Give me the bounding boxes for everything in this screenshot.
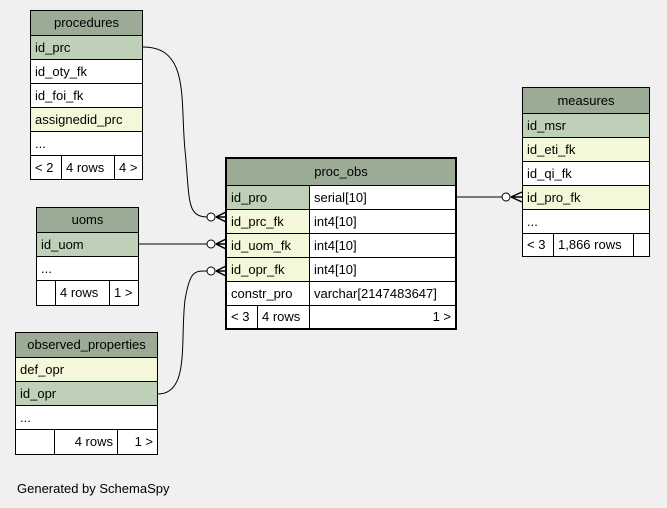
relation-observed-properties-optional-marker xyxy=(206,266,216,276)
column-row: ... xyxy=(523,209,649,233)
column-name: id_qi_fk xyxy=(527,166,572,181)
table-footer: < 2 4 rows 4 > xyxy=(31,155,142,179)
parents-count xyxy=(37,281,55,305)
table-observed-properties[interactable]: observed_properties def_opr id_opr ... 4… xyxy=(15,332,158,455)
column-row: id_oty_fk xyxy=(31,59,142,83)
column-row: id_opr xyxy=(16,381,157,405)
relation-procedures-optional-marker xyxy=(206,212,216,222)
relation-uoms-crowsfoot xyxy=(215,238,227,250)
column-row: id_qi_fk xyxy=(523,161,649,185)
relation-observed-properties-proc-obs xyxy=(157,270,208,395)
children-count: 4 > xyxy=(114,156,142,179)
column-type: serial[10] xyxy=(309,186,455,209)
parents-count: < 2 xyxy=(35,160,54,175)
column-type: int4[10] xyxy=(309,234,455,257)
column-name: id_prc xyxy=(35,40,71,55)
column-row: id_uom xyxy=(37,232,138,256)
table-footer: 4 rows 1 > xyxy=(37,280,138,305)
table-footer: < 3 4 rows 1 > xyxy=(227,305,455,328)
table-title: measures xyxy=(523,88,649,113)
column-row: id_pro serial[10] xyxy=(227,185,455,209)
table-proc-obs[interactable]: proc_obs id_pro serial[10] id_prc_fk int… xyxy=(225,157,457,330)
column-row: id_eti_fk xyxy=(523,137,649,161)
column-row: id_prc xyxy=(31,35,142,59)
column-name: id_prc_fk xyxy=(227,210,309,233)
parents-count: < 3 xyxy=(527,237,546,252)
column-row: id_pro_fk xyxy=(523,185,649,209)
table-uoms[interactable]: uoms id_uom ... 4 rows 1 > xyxy=(36,207,139,306)
column-row: constr_pro varchar[2147483647] xyxy=(227,281,455,305)
column-name: ... xyxy=(35,136,46,151)
relation-observed-properties-crowsfoot xyxy=(215,265,227,277)
column-name: def_opr xyxy=(20,362,65,377)
column-row: ... xyxy=(37,256,138,280)
table-title: uoms xyxy=(37,208,138,232)
generated-by-label: Generated by SchemaSpy xyxy=(17,481,170,496)
row-count: 4 rows xyxy=(257,306,309,328)
table-footer: < 3 1,866 rows xyxy=(523,233,649,256)
relation-uoms-optional-marker xyxy=(206,239,216,249)
relation-procedures-crowsfoot xyxy=(215,211,227,223)
column-type: int4[10] xyxy=(309,210,455,233)
column-name: id_pro_fk xyxy=(527,190,581,205)
column-name: ... xyxy=(20,410,31,425)
column-row: id_foi_fk xyxy=(31,83,142,107)
column-name: id_eti_fk xyxy=(527,142,576,157)
column-name: id_opr xyxy=(20,386,57,401)
row-count: 4 rows xyxy=(61,156,114,179)
column-name: id_pro xyxy=(227,186,309,209)
column-name: assignedid_prc xyxy=(35,112,123,127)
table-title: observed_properties xyxy=(16,333,157,357)
column-name: constr_pro xyxy=(231,286,293,301)
column-name: ... xyxy=(527,214,538,229)
column-row: assignedid_prc xyxy=(31,107,142,131)
children-count xyxy=(633,234,649,256)
relation-procedures-proc-obs xyxy=(142,46,209,218)
column-type: int4[10] xyxy=(309,258,455,281)
column-name: ... xyxy=(41,261,52,276)
column-row: ... xyxy=(16,405,157,429)
row-count: 4 rows xyxy=(55,281,109,305)
row-count: 1,866 rows xyxy=(553,234,633,256)
row-count: 4 rows xyxy=(54,430,117,454)
column-name: id_oty_fk xyxy=(35,64,88,79)
children-count: 1 > xyxy=(109,281,138,305)
column-name: id_uom_fk xyxy=(227,234,309,257)
column-row: def_opr xyxy=(16,357,157,381)
table-footer: 4 rows 1 > xyxy=(16,429,157,454)
table-procedures[interactable]: procedures id_prc id_oty_fk id_foi_fk as… xyxy=(30,10,143,180)
column-type: varchar[2147483647] xyxy=(309,282,455,305)
column-name: id_foi_fk xyxy=(35,88,84,103)
children-count: 1 > xyxy=(117,430,157,454)
column-row: id_msr xyxy=(523,113,649,137)
column-row: ... xyxy=(31,131,142,155)
table-measures[interactable]: measures id_msr id_eti_fk id_qi_fk id_pr… xyxy=(522,87,650,257)
column-name: id_opr_fk xyxy=(227,258,309,281)
column-name: id_uom xyxy=(41,237,84,252)
relation-measures-optional-marker xyxy=(501,192,511,202)
column-row: id_uom_fk int4[10] xyxy=(227,233,455,257)
column-row: id_opr_fk int4[10] xyxy=(227,257,455,281)
relation-measures-crowsfoot xyxy=(510,191,523,203)
column-row: id_prc_fk int4[10] xyxy=(227,209,455,233)
children-count: 1 > xyxy=(309,306,455,328)
parents-count xyxy=(16,430,54,454)
parents-count: < 3 xyxy=(231,309,250,324)
column-name: id_msr xyxy=(527,118,567,133)
table-title: proc_obs xyxy=(227,159,455,185)
table-title: procedures xyxy=(31,11,142,35)
